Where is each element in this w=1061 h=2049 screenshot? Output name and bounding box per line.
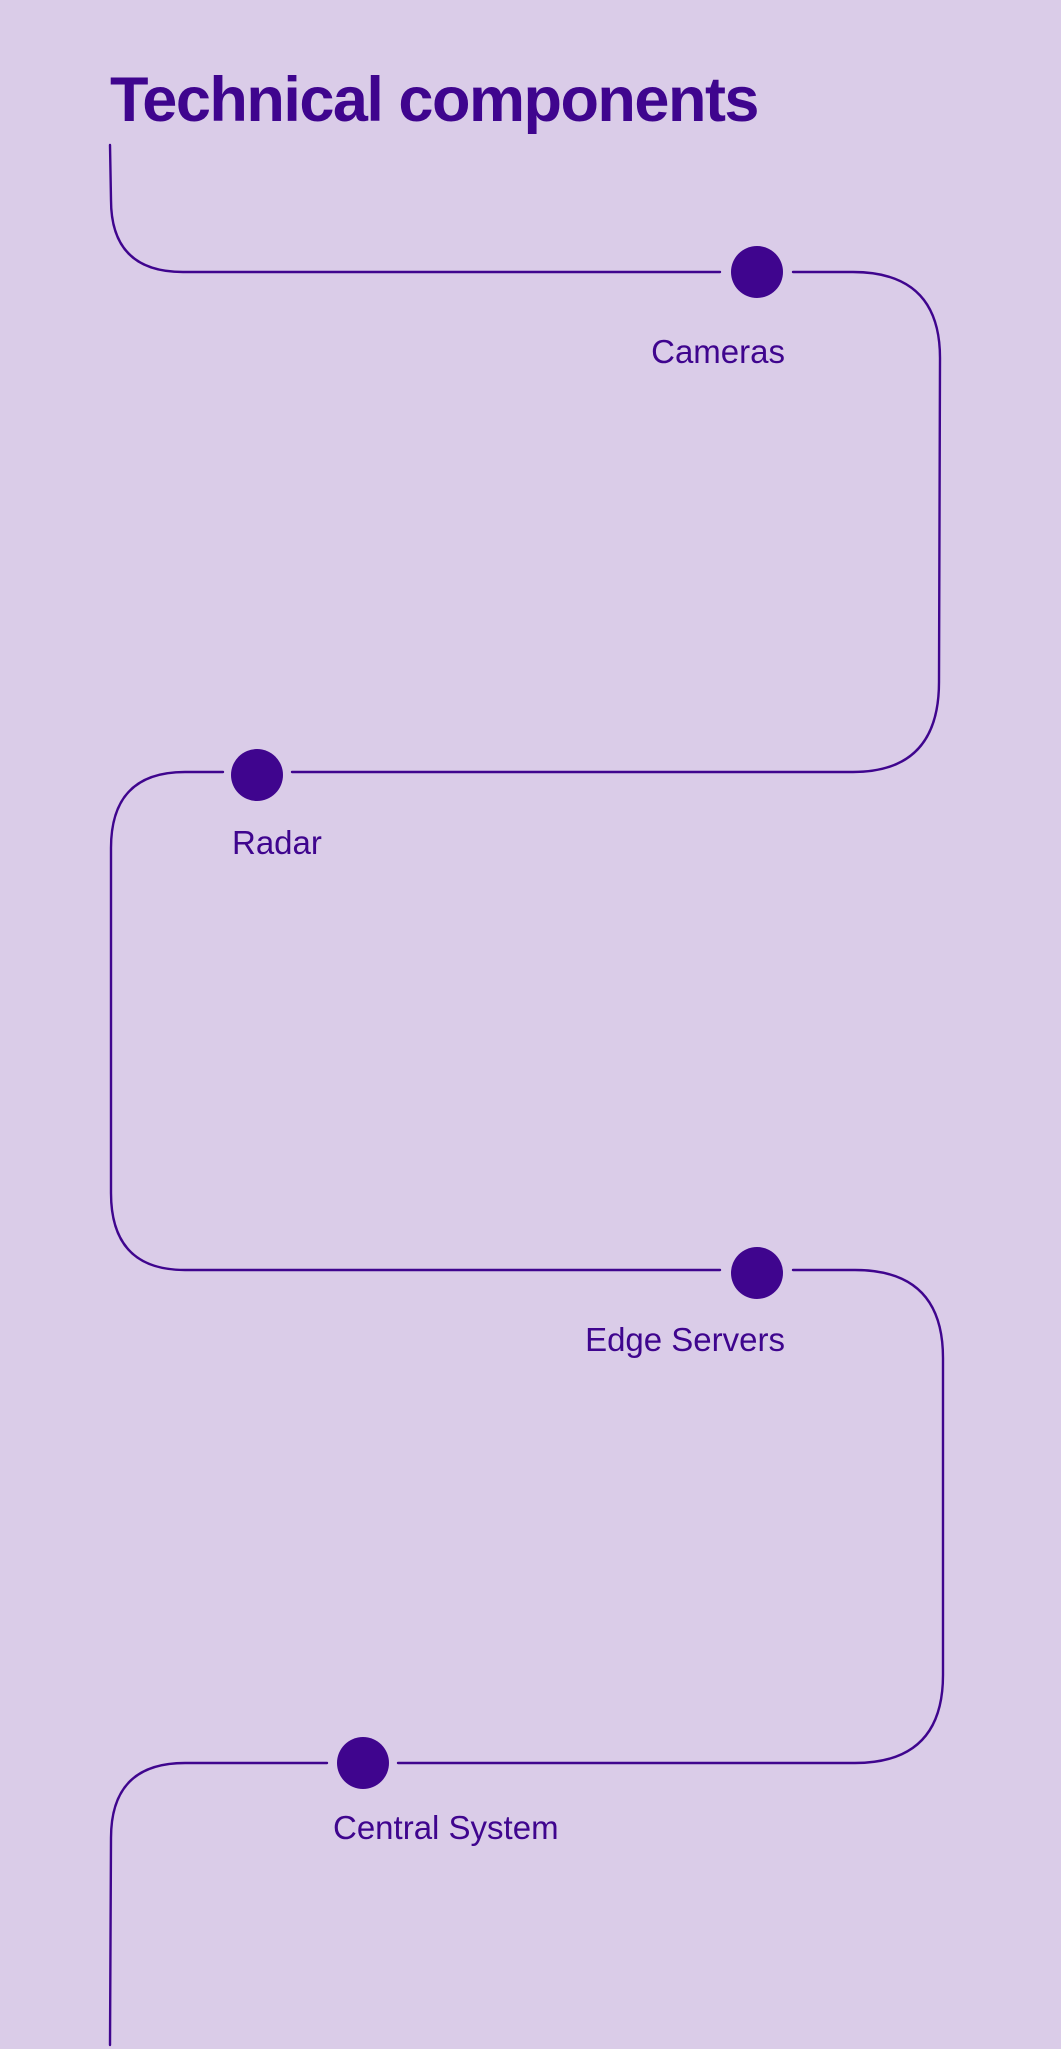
flow-path [108,143,945,2047]
central-system-label: Central System [333,1809,559,1846]
edge-servers-node-dot [731,1247,783,1299]
cameras-node-dot [731,246,783,298]
page-title: Technical components [110,65,759,135]
edge-servers-label: Edge Servers [585,1321,785,1358]
radar-label: Radar [232,824,322,861]
radar-node-dot [231,749,283,801]
central-system-node-dot [337,1737,389,1789]
cameras-label: Cameras [651,333,785,370]
